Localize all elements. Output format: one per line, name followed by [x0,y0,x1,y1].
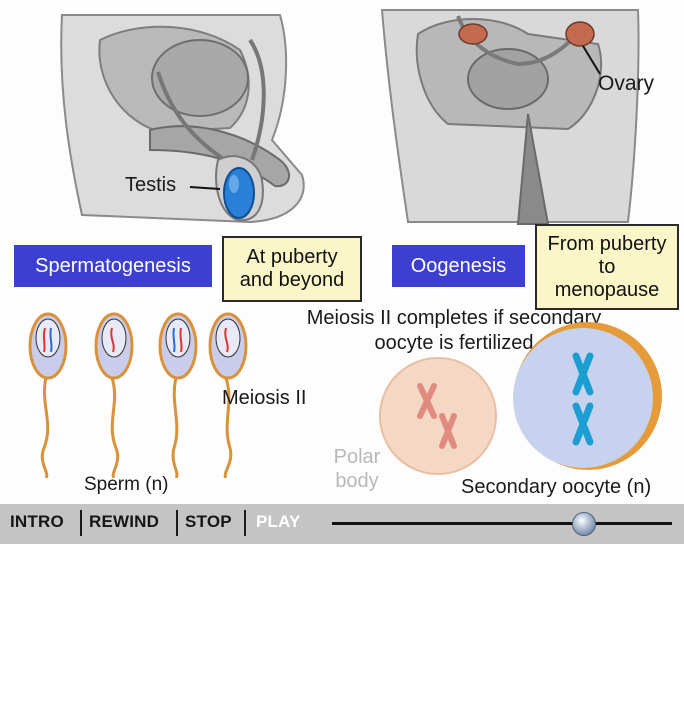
stop-button[interactable]: STOP [185,512,232,531]
male-timing-box: At puberty and beyond [222,236,362,302]
sperm-cell [28,312,68,478]
progress-track[interactable] [332,522,672,525]
male-timing-label: At puberty and beyond [239,246,345,291]
divider [80,510,82,536]
male-anatomy-illustration [60,14,305,224]
sperm-cells-illustration [28,312,248,478]
play-button[interactable]: PLAY [256,512,301,531]
spermatogenesis-box: Spermatogenesis [14,245,212,287]
female-timing-label: From puberty to menopause [547,232,667,301]
sperm-cell [94,312,134,478]
ovary-shape-left [458,23,488,45]
testis-label: Testis [125,174,177,196]
spermatogenesis-label: Spermatogenesis [35,254,191,277]
sperm-cell [208,312,248,478]
oogenesis-box: Oogenesis [392,245,525,287]
oogenesis-label: Oogenesis [410,254,507,277]
polar-body-illustration [379,357,497,475]
polar-body-label: Polar body [333,446,381,492]
female-timing-box: From puberty to menopause [535,224,679,310]
progress-slider-knob[interactable] [571,512,596,536]
sperm-label: Sperm (n) [84,474,169,495]
intro-button[interactable]: INTRO [10,512,64,531]
playback-controls: INTRO REWIND STOP PLAY [0,504,684,544]
divider [244,510,246,536]
rewind-button[interactable]: REWIND [89,512,160,531]
animation-stage: Testis Ovary Spermatogenesis At puberty … [14,9,679,498]
ovary-shape-right [565,21,595,47]
secondary-oocyte-illustration [513,322,662,470]
testis-shape [223,167,255,219]
divider [176,510,178,536]
ovary-label: Ovary [598,72,655,95]
female-anatomy-illustration [380,9,640,225]
sperm-cell [158,312,198,478]
meiosis-ii-label: Meiosis II [222,387,307,409]
meiosis-note: Meiosis II completes if secondary oocyte… [306,307,602,354]
secondary-oocyte-label: Secondary oocyte (n) [461,476,652,498]
